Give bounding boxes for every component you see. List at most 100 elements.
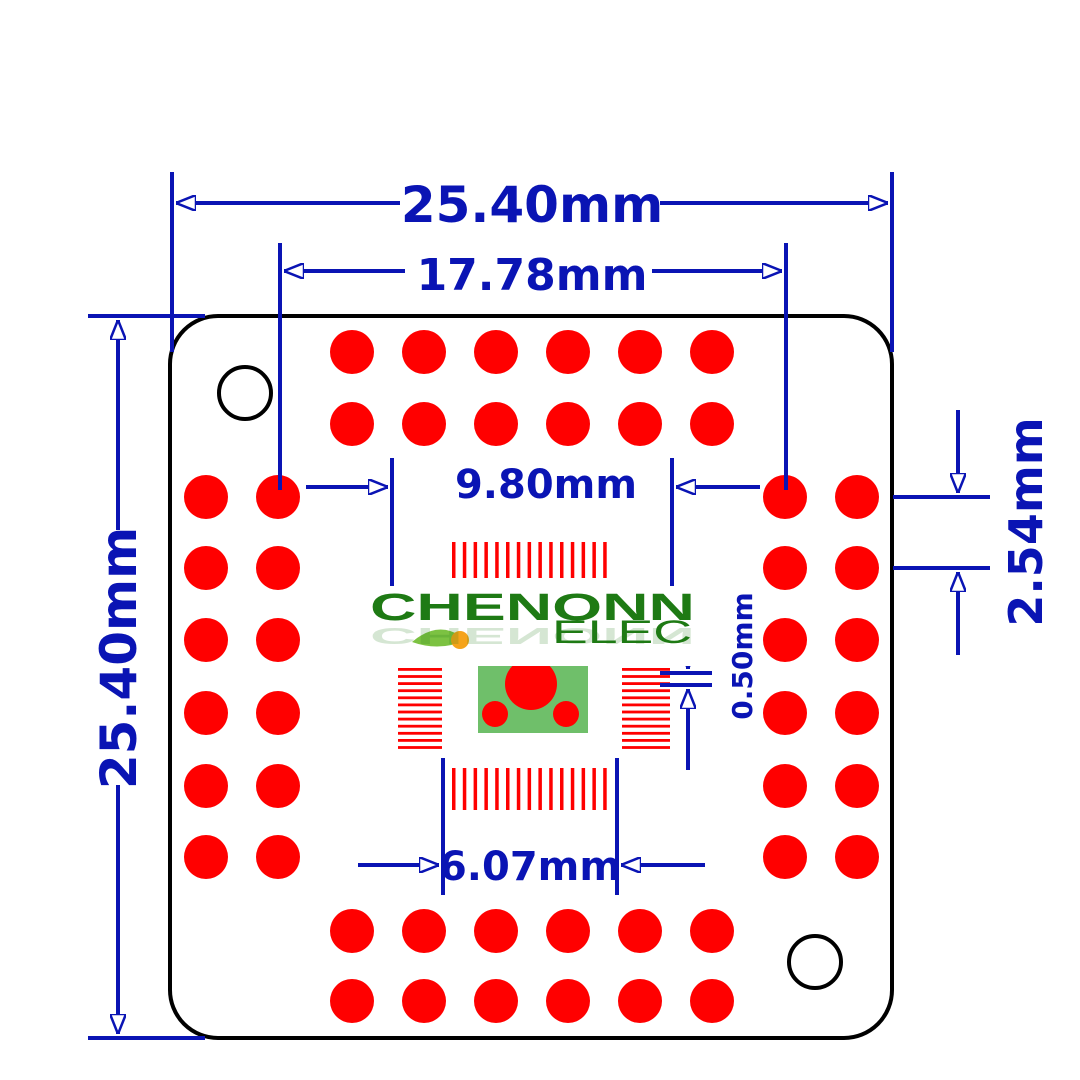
smd-pad-left-5 xyxy=(398,703,442,707)
smd-pad-left-2 xyxy=(398,682,442,685)
smd-pad-right-6 xyxy=(622,710,670,714)
pad-right-c1-r5 xyxy=(835,835,879,879)
pad-left-c0-r5 xyxy=(184,835,228,879)
smd-pad-top-5 xyxy=(506,542,510,578)
smd-pad-bottom-2 xyxy=(473,768,478,810)
pad-left-c1-r1 xyxy=(256,546,300,590)
through-hole-pads xyxy=(184,330,879,1023)
pad-top-r1-c3 xyxy=(546,402,590,446)
pad-right-c1-r3 xyxy=(835,691,879,735)
smd-pad-bottom-7 xyxy=(527,768,532,810)
smd-pad-bottom-10 xyxy=(560,768,564,810)
smd-pad-bottom-1 xyxy=(462,768,467,810)
smd-pad-top-6 xyxy=(516,542,521,578)
pad-bottom-r1-c4 xyxy=(618,979,662,1023)
smd-pad-right-10 xyxy=(622,739,670,742)
smd-pad-top-8 xyxy=(538,542,542,578)
smd-pad-bottom-5 xyxy=(506,768,510,810)
pad-left-c0-r2 xyxy=(184,618,228,662)
thermal-via-right xyxy=(553,701,579,727)
pad-right-c0-r1 xyxy=(763,546,807,590)
smd-pad-left-8 xyxy=(398,724,442,728)
smd-pad-left-6 xyxy=(398,710,442,714)
pad-right-c1-r4 xyxy=(835,764,879,808)
smd-pad-top-14 xyxy=(603,542,607,578)
pad-left-c1-r4 xyxy=(256,764,300,808)
pad-right-c1-r0 xyxy=(835,475,879,519)
smd-pad-right-0 xyxy=(622,668,670,671)
smd-pad-right-5 xyxy=(622,703,670,707)
smd-pad-left-4 xyxy=(398,696,442,700)
pad-top-r1-c0 xyxy=(330,402,374,446)
smd-pad-top-0 xyxy=(452,542,456,578)
logo-main-text: CHENONN xyxy=(370,587,695,629)
pad-bottom-r0-c4 xyxy=(618,909,662,953)
smd-pad-right-4 xyxy=(622,696,670,700)
pad-left-c1-r2 xyxy=(256,618,300,662)
pad-right-c0-r5 xyxy=(763,835,807,879)
smd-pad-bottom-9 xyxy=(549,768,553,810)
pad-top-r0-c5 xyxy=(690,330,734,374)
smd-pad-left-1 xyxy=(398,675,442,678)
pad-bottom-r1-c2 xyxy=(474,979,518,1023)
smd-pad-top-13 xyxy=(592,542,596,578)
smd-pad-top-2 xyxy=(473,542,478,578)
smd-pad-top-3 xyxy=(484,542,488,578)
pad-bottom-r0-c3 xyxy=(546,909,590,953)
smd-pad-left-11 xyxy=(398,746,442,749)
smd-pad-right-9 xyxy=(622,731,670,735)
pad-top-r1-c1 xyxy=(402,402,446,446)
pad-top-r0-c3 xyxy=(546,330,590,374)
pad-left-c0-r3 xyxy=(184,691,228,735)
pad-left-c1-r5 xyxy=(256,835,300,879)
pad-top-r0-c1 xyxy=(402,330,446,374)
pad-top-r0-c2 xyxy=(474,330,518,374)
pad-bottom-r1-c3 xyxy=(546,979,590,1023)
pad-right-c0-r3 xyxy=(763,691,807,735)
smd-footprint xyxy=(398,542,670,810)
pad-bottom-r1-c0 xyxy=(330,979,374,1023)
pad-right-c0-r4 xyxy=(763,764,807,808)
smd-pad-left-10 xyxy=(398,739,442,742)
dim-smd-pitch: 0.50mm xyxy=(726,592,759,719)
smd-pad-right-7 xyxy=(622,717,670,721)
pad-top-r1-c2 xyxy=(474,402,518,446)
pad-top-r1-c4 xyxy=(618,402,662,446)
smd-pad-bottom-12 xyxy=(581,768,586,810)
dim-pad-span: 17.78mm xyxy=(417,250,648,301)
logo-sun-icon xyxy=(451,631,469,649)
smd-pad-left-3 xyxy=(398,689,442,693)
dimension-lines xyxy=(88,172,990,1040)
pad-left-c0-r1 xyxy=(184,546,228,590)
smd-pad-top-12 xyxy=(581,542,586,578)
dim-board-width: 25.40mm xyxy=(401,176,663,234)
dim-pin-pitch: 2.54mm xyxy=(999,417,1053,626)
pad-top-r1-c5 xyxy=(690,402,734,446)
pad-bottom-r1-c5 xyxy=(690,979,734,1023)
pad-right-c0-r2 xyxy=(763,618,807,662)
pad-right-c1-r1 xyxy=(835,546,879,590)
smd-pad-top-10 xyxy=(560,542,564,578)
pad-top-r0-c0 xyxy=(330,330,374,374)
pad-left-c0-r0 xyxy=(184,475,228,519)
smd-pad-top-9 xyxy=(549,542,553,578)
smd-pad-right-8 xyxy=(622,724,670,728)
smd-pad-bottom-6 xyxy=(516,768,521,810)
logo-reflection: CHENONN xyxy=(370,623,695,648)
smd-pad-right-2 xyxy=(622,682,670,685)
smd-pad-left-9 xyxy=(398,731,442,735)
smd-pad-top-11 xyxy=(570,542,575,578)
smd-pad-bottom-13 xyxy=(592,768,596,810)
dim-chip-width: 9.80mm xyxy=(455,462,637,508)
mounting-hole-top-left xyxy=(217,365,273,421)
thermal-pad-group xyxy=(478,658,588,733)
smd-pad-bottom-0 xyxy=(452,768,456,810)
thermal-via-large xyxy=(505,658,557,710)
smd-pad-bottom-3 xyxy=(484,768,488,810)
smd-pad-left-7 xyxy=(398,717,442,721)
dim-center-span: 6.07mm xyxy=(439,844,621,890)
pad-bottom-r0-c0 xyxy=(330,909,374,953)
pad-bottom-r1-c1 xyxy=(402,979,446,1023)
smd-pad-right-3 xyxy=(622,689,670,693)
